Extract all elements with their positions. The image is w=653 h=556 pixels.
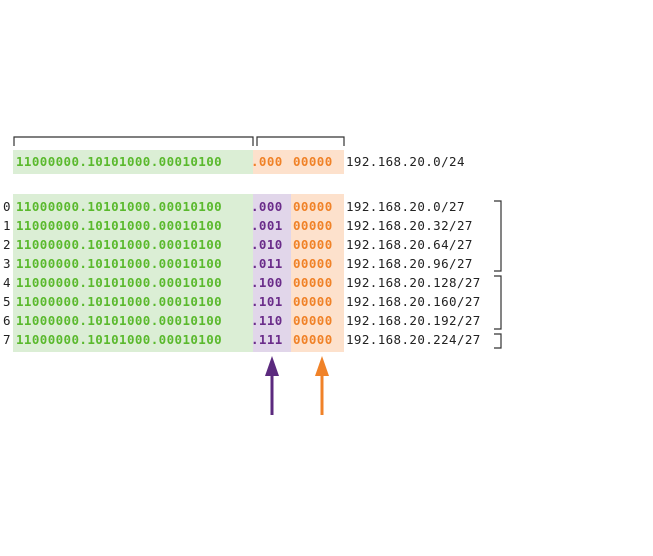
subnet-cidr: 192.168.20.224/27 xyxy=(346,332,481,347)
original-host-band xyxy=(253,150,344,174)
subnet-subnet-bits: .101 xyxy=(251,294,283,309)
host-bits-arrow xyxy=(315,356,329,415)
original-network-bits: 11000000.10101000.00010100 xyxy=(16,154,223,169)
subnet-subnet-bits: .110 xyxy=(251,313,283,328)
subnets-subnet-band xyxy=(253,194,291,352)
subnets-network-band xyxy=(13,194,253,352)
subnet-host-bits: 00000 xyxy=(293,237,333,252)
subnet-host-bits: 00000 xyxy=(293,199,333,214)
subnet-host-bits: 00000 xyxy=(293,332,333,347)
subnet-index: 6 xyxy=(3,313,11,328)
subnet-cidr: 192.168.20.64/27 xyxy=(346,237,473,252)
subnet-network-bits: 11000000.10101000.00010100 xyxy=(16,332,223,347)
subnet-network-bits: 11000000.10101000.00010100 xyxy=(16,199,223,214)
subnet-host-bits: 00000 xyxy=(293,256,333,271)
subnets-host-band xyxy=(291,194,344,352)
subnet-index: 3 xyxy=(3,256,11,271)
subnet-index: 4 xyxy=(3,275,11,290)
subnet-cidr: 192.168.20.128/27 xyxy=(346,275,481,290)
subnet-host-bits: 00000 xyxy=(293,313,333,328)
subnet-network-bits: 11000000.10101000.00010100 xyxy=(16,275,223,290)
subnet-network-bits: 11000000.10101000.00010100 xyxy=(16,313,223,328)
subnet-network-bits: 11000000.10101000.00010100 xyxy=(16,294,223,309)
subnet-index: 1 xyxy=(3,218,11,233)
original-cidr: 192.168.20.0/24 xyxy=(346,154,465,169)
subnet-host-bits: 00000 xyxy=(293,218,333,233)
subnet-network-bits: 11000000.10101000.00010100 xyxy=(16,218,223,233)
subnet-network-bits: 11000000.10101000.00010100 xyxy=(16,256,223,271)
original-subnet-bits: .000 xyxy=(251,154,283,169)
subnet-group-bracket xyxy=(494,275,502,330)
subnet-index: 2 xyxy=(3,237,11,252)
subnet-bits-arrow xyxy=(265,356,279,415)
network-portion-bracket xyxy=(13,136,254,146)
subnet-index: 5 xyxy=(3,294,11,309)
subnet-cidr: 192.168.20.32/27 xyxy=(346,218,473,233)
host-portion-bracket xyxy=(256,136,345,146)
original-host-bits: 00000 xyxy=(293,154,333,169)
subnet-network-bits: 11000000.10101000.00010100 xyxy=(16,237,223,252)
subnet-cidr: 192.168.20.0/27 xyxy=(346,199,465,214)
subnet-cidr: 192.168.20.192/27 xyxy=(346,313,481,328)
subnet-cidr: 192.168.20.160/27 xyxy=(346,294,481,309)
subnet-group-bracket xyxy=(494,333,502,349)
subnet-subnet-bits: .010 xyxy=(251,237,283,252)
subnet-host-bits: 00000 xyxy=(293,294,333,309)
subnet-subnet-bits: .011 xyxy=(251,256,283,271)
subnet-subnet-bits: .100 xyxy=(251,275,283,290)
subnet-subnet-bits: .001 xyxy=(251,218,283,233)
subnet-subnet-bits: .000 xyxy=(251,199,283,214)
subnet-subnet-bits: .111 xyxy=(251,332,283,347)
subnet-host-bits: 00000 xyxy=(293,275,333,290)
original-network-band xyxy=(13,150,253,174)
subnet-cidr: 192.168.20.96/27 xyxy=(346,256,473,271)
subnet-index: 7 xyxy=(3,332,11,347)
subnet-index: 0 xyxy=(3,199,11,214)
subnet-group-bracket xyxy=(494,200,502,272)
